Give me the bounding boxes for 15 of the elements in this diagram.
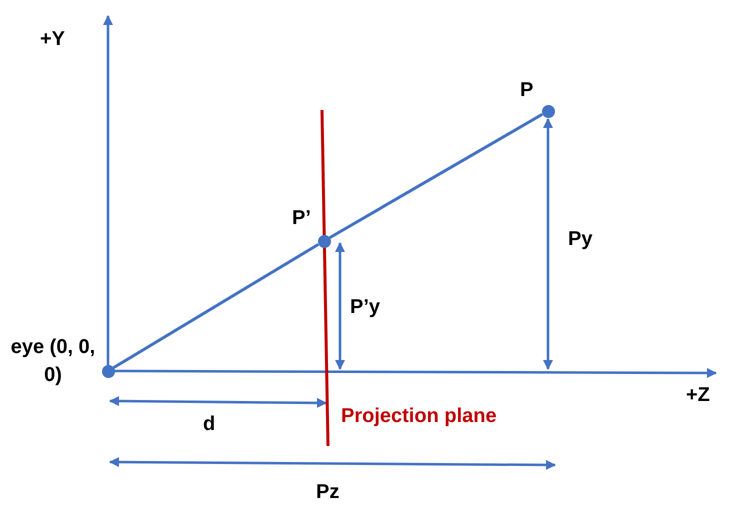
projection-ray bbox=[328, 112, 544, 240]
point-marker bbox=[318, 234, 330, 248]
point-marker bbox=[542, 104, 554, 118]
point-label: P bbox=[520, 79, 534, 102]
dimension-label: P’y bbox=[350, 296, 380, 319]
dimension-label: d bbox=[203, 413, 216, 436]
dimension-label: Pz bbox=[316, 481, 340, 504]
point-label: eye (0, 0, 0) bbox=[10, 335, 96, 388]
point-marker bbox=[102, 364, 114, 378]
axis-label: +Y bbox=[40, 28, 66, 51]
plane-label: Projection plane bbox=[341, 405, 497, 428]
projection-ray bbox=[112, 243, 320, 369]
axis-label: +Z bbox=[686, 384, 710, 407]
point-label: P’ bbox=[292, 207, 311, 230]
dimension-label: Py bbox=[568, 228, 592, 251]
